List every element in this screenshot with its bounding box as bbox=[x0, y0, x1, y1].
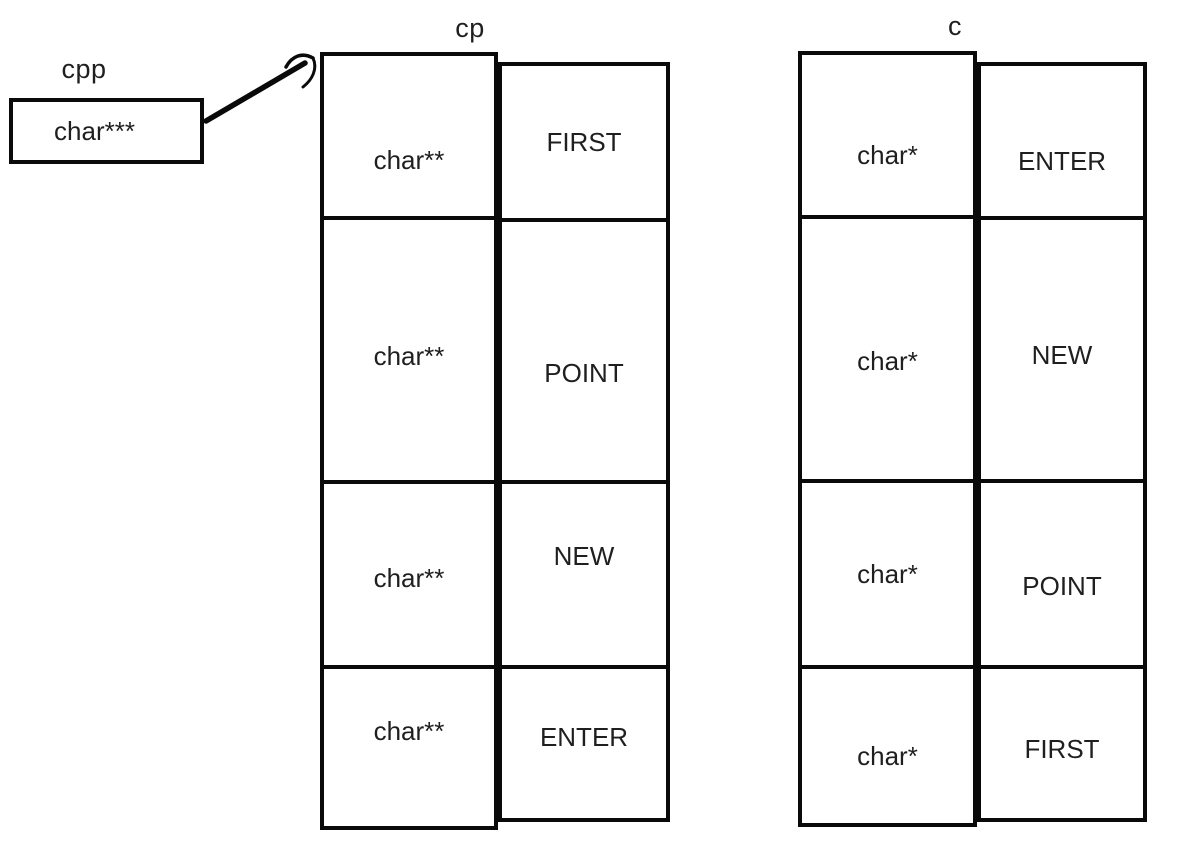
c-row-0-value: ENTER bbox=[981, 66, 1143, 216]
cp-row-1-value: POINT bbox=[502, 218, 666, 480]
cp-row-2-value-text: NEW bbox=[553, 541, 615, 571]
c-table-type-column: char* char* char* char* bbox=[798, 51, 977, 827]
c-table-label: c bbox=[948, 11, 962, 41]
cp-row-1-type: char** bbox=[324, 216, 494, 480]
c-table-value-column: ENTER NEW POINT FIRST bbox=[977, 62, 1147, 822]
c-row-0-type: char* bbox=[802, 55, 973, 215]
c-row-2-type: char* bbox=[802, 479, 973, 665]
cp-row-2-value: NEW bbox=[502, 480, 666, 665]
cp-row-3-type: char** bbox=[324, 665, 494, 826]
c-row-1-value-text: NEW bbox=[1031, 340, 1093, 370]
c-row-3-value-text: FIRST bbox=[1024, 734, 1100, 764]
cp-row-0-value-text: FIRST bbox=[546, 126, 622, 157]
cpp-label: cpp bbox=[61, 54, 107, 84]
cp-row-1-type-text: char** bbox=[373, 340, 445, 371]
cp-row-1-value-text: POINT bbox=[544, 357, 624, 388]
c-row-2-type-text: char* bbox=[857, 558, 918, 589]
c-row-3-value: FIRST bbox=[981, 665, 1143, 818]
c-row-1-value: NEW bbox=[981, 216, 1143, 479]
c-row-0-type-text: char* bbox=[857, 139, 918, 170]
cp-row-3-value: ENTER bbox=[502, 665, 666, 818]
cp-row-0-type: char** bbox=[324, 56, 494, 216]
cp-row-0-value: FIRST bbox=[502, 66, 666, 218]
cp-row-0-type-text: char** bbox=[373, 144, 445, 175]
c-row-2-value: POINT bbox=[981, 479, 1143, 665]
cp-row-2-type: char** bbox=[324, 480, 494, 665]
c-row-1-type: char* bbox=[802, 215, 973, 479]
cpp-box: char*** bbox=[9, 98, 204, 164]
c-row-3-type-text: char* bbox=[857, 740, 918, 771]
c-row-1-type-text: char* bbox=[857, 345, 918, 376]
cp-row-3-value-text: ENTER bbox=[539, 722, 629, 752]
c-row-3-type: char* bbox=[802, 665, 973, 823]
c-row-0-value-text: ENTER bbox=[1017, 145, 1107, 176]
cp-table-type-column: char** char** char** char** bbox=[320, 52, 498, 830]
cp-table-value-column: FIRST POINT NEW ENTER bbox=[498, 62, 670, 822]
cpp-value: char*** bbox=[54, 115, 135, 146]
cp-table-label: cp bbox=[455, 13, 485, 43]
cp-row-3-type-text: char** bbox=[373, 716, 445, 746]
cp-row-2-type-text: char** bbox=[373, 563, 445, 593]
c-row-2-value-text: POINT bbox=[1022, 570, 1102, 601]
